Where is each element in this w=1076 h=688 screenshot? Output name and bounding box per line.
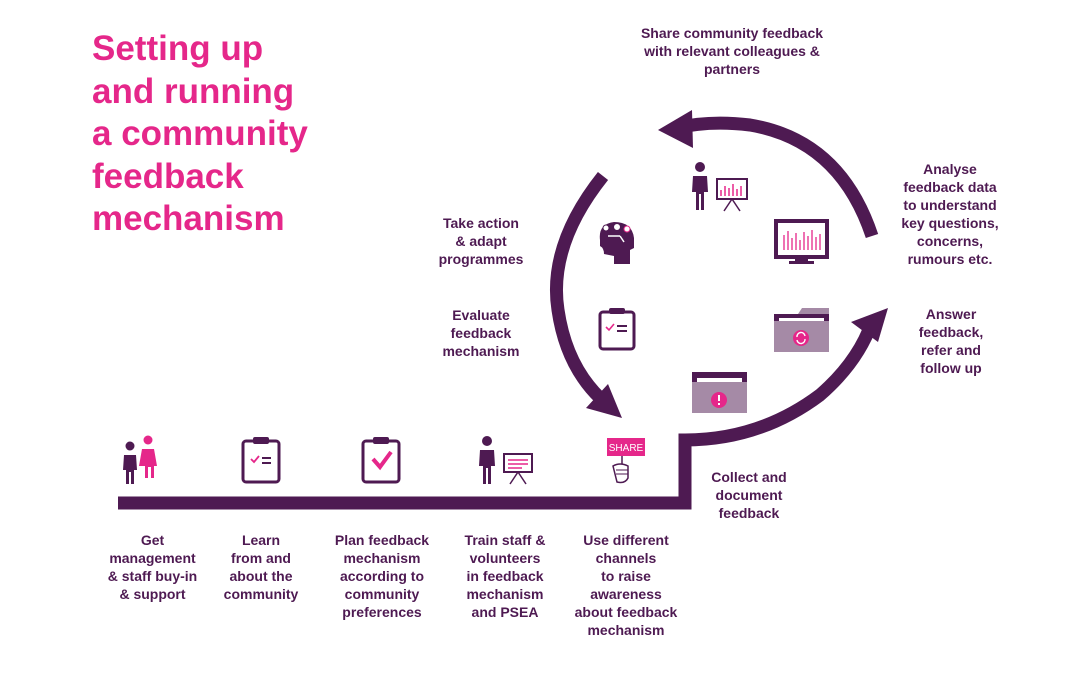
step-line: Train staff & [464,532,546,548]
cycle-label-collect: Collect and document feedback [694,468,804,522]
cycle-line: Share community feedback [640,25,824,41]
cycle-line: Analyse [923,161,977,177]
step-label-channels: Use different channels to raise awarenes… [561,531,691,639]
cycle-line: partners [703,61,761,77]
cycle-label-take-action: Take action & adapt programmes [425,214,537,268]
step-line: Plan feedback [334,532,430,548]
two-people-icon [123,435,157,484]
step-line: community [223,586,299,602]
step-line: about feedback [574,604,678,620]
cycle-line: feedback [718,505,780,521]
cycle-label-share: Share community feedback with relevant c… [622,24,842,78]
cycle-line: rumours etc. [907,251,993,267]
timeline-path [118,319,879,510]
monitor-chart-icon [774,219,829,264]
cycle-line: to understand [903,197,997,213]
cycle-line: & adapt [455,233,507,249]
step-line: volunteers [469,550,541,566]
step-line: management [109,550,196,566]
cycle-arc-left [549,171,609,403]
clipboard-check-icon [361,437,401,484]
cycle-line: follow up [920,360,982,376]
clipboard-evaluate-icon [598,308,636,351]
share-sign-icon: SHARE [607,438,645,484]
cycle-line: key questions, [901,215,999,231]
title-line: and running [92,71,295,111]
presenter-top-icon [692,162,748,212]
cycle-label-evaluate: Evaluate feedback mechanism [428,306,534,360]
step-label-buy-in: Get management & staff buy-in & support [85,531,220,603]
clipboard-list-icon [241,437,281,484]
step-line: mechanism [466,586,544,602]
cycle-line: Evaluate [452,307,510,323]
arrow-share-icon [658,110,693,148]
share-sign-text: SHARE [609,443,644,454]
page-title: Setting up and running a community feedb… [92,28,392,241]
step-line: preferences [342,604,422,620]
step-line: awareness [590,586,662,602]
title-line: feedback [92,156,244,196]
step-line: & staff buy-in [107,568,198,584]
step-line: Use different [583,532,669,548]
head-ideas-icon [599,222,634,264]
cycle-line: programmes [438,251,524,267]
cycle-line: Answer [925,306,977,322]
cycle-line: concerns, [916,233,984,249]
cycle-line: feedback [450,325,512,341]
cycle-line: feedback data [903,179,997,195]
step-label-learn: Learn from and about the community [201,531,321,603]
cycle-line: Take action [443,215,519,231]
step-line: mechanism [587,622,665,638]
cycle-line: Collect and [711,469,787,485]
arrow-collect-icon [586,384,622,418]
folder-refresh-icon [774,308,829,352]
cycle-label-answer: Answer feedback, refer and follow up [905,305,997,377]
step-line: channels [595,550,657,566]
cycle-label-analyse: Analyse feedback data to understand key … [893,160,1007,268]
step-line: to raise [601,568,651,584]
step-label-plan: Plan feedback mechanism according to com… [317,531,447,621]
step-line: Learn [241,532,281,548]
cycle-line: feedback, [918,324,984,340]
step-line: and PSEA [471,604,539,620]
title-line: Setting up [92,29,264,68]
step-label-train: Train staff & volunteers in feedback mec… [443,531,567,621]
step-line: from and [231,550,291,566]
cycle-line: mechanism [442,343,520,359]
title-line: mechanism [92,199,285,238]
cycle-line: refer and [921,342,981,358]
cycle-line: with relevant colleagues & [644,43,820,59]
step-line: mechanism [343,550,421,566]
step-line: about the [229,568,293,584]
step-line: & support [119,586,186,602]
step-line: community [344,586,420,602]
title-line: a community [92,114,308,153]
step-line: in feedback [466,568,544,584]
presenter-icon [479,436,533,485]
cycle-arc-top [674,116,879,239]
arrow-answer-icon [851,308,888,342]
cycle-line: document [715,487,783,503]
folder-alert-icon [692,372,747,413]
step-line: according to [339,568,424,584]
step-line: Get [140,532,165,548]
